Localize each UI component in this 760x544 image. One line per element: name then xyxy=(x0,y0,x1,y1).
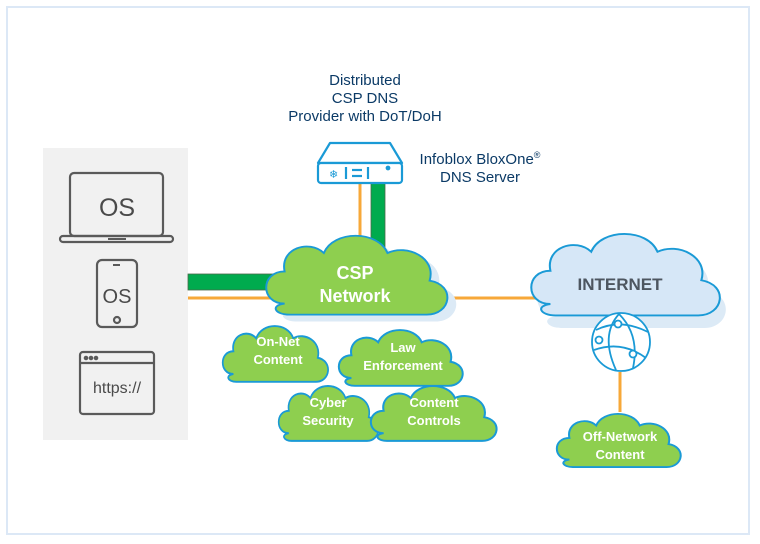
browser-url-label: https:// xyxy=(93,380,142,397)
laptop-icon xyxy=(58,171,175,244)
law-enforcement-label: Law Enforcement xyxy=(363,340,443,373)
csp-network-label: CSP Network xyxy=(319,263,391,306)
provider-label-line3: Provider with DoT/DoH xyxy=(288,108,442,125)
server-label-line1: Infoblox BloxOne® xyxy=(419,150,541,168)
provider-label-line1: Distributed xyxy=(329,72,401,89)
svg-text:❄: ❄ xyxy=(329,168,338,181)
server-label-line2: DNS Server xyxy=(439,169,521,186)
on-net-content-label: On-Net Content xyxy=(253,334,303,367)
globe-icon xyxy=(591,312,651,372)
internet-label: INTERNET xyxy=(577,275,663,294)
cyber-security-label: Cyber Security xyxy=(302,395,354,428)
provider-label: Distributed CSP DNS Provider with DoT/Do… xyxy=(240,72,490,126)
off-network-content-label: Off-Network Content xyxy=(582,429,658,462)
laptop-os-label: OS xyxy=(99,194,135,222)
server-label: Infoblox BloxOne® DNS Server xyxy=(405,146,555,187)
phone-os-label: OS xyxy=(103,286,132,308)
smartphone-icon xyxy=(95,258,139,329)
dns-server-icon: ❄ xyxy=(316,141,404,185)
content-controls-label: Content Controls xyxy=(407,395,461,428)
provider-label-line2: CSP DNS xyxy=(331,90,399,107)
browser-window-icon xyxy=(78,350,156,416)
